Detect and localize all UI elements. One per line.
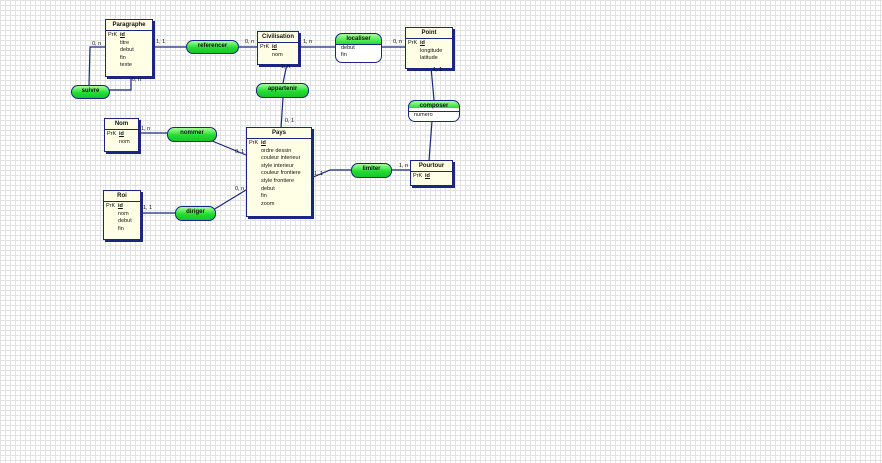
attribute: longitude [420,47,443,54]
attribute: couleur interieur [261,155,301,162]
attribute: couleur frontiere [261,170,301,177]
attribute: fin [120,54,126,61]
entity-title: Roi [104,191,140,202]
association-attribute: debut [341,45,355,51]
link-civilisation-appartenir [282,63,288,84]
cardinality-label: 0, 1 [235,149,245,155]
association-name: referencer [197,43,228,49]
pk-attribute: id [420,40,425,46]
association-nommer[interactable]: nommer [167,127,217,142]
cardinality-label: 0, n [92,41,102,47]
attribute: ordre dessin [261,147,292,154]
pk-label: PrK [106,203,116,209]
association-limiter[interactable]: limiter [351,163,392,178]
attribute: fin [261,193,267,200]
attribute: debut [118,218,132,225]
entity-title: Pourtour [411,161,452,172]
attribute: titre [120,39,130,46]
link-point-composer [430,66,435,101]
cardinality-label: 0, n [245,39,255,45]
pk-label: PrK [413,173,423,179]
pk-attribute: id [261,140,266,146]
association-appartenir[interactable]: appartenir [256,83,309,98]
link-paragraphe-suivre-bottom [108,75,132,91]
pk-label: PrK [260,44,270,50]
attribute: nom [118,210,129,217]
attribute: nom [119,138,130,145]
link-paragraphe-suivre-top [88,46,106,86]
cardinality-label: 0, n [235,186,245,192]
association-name: localiser [336,34,381,45]
association-name: limiter [362,166,381,172]
cardinality-label: 1, 1 [433,67,443,73]
association-name: appartenir [267,86,298,92]
cardinality-label: 0, n [393,39,403,45]
entity-title: Nom [105,119,138,130]
attribute: fin [118,225,124,232]
association-attribute: numero [414,112,433,118]
link-appartenir-pays [280,97,284,129]
cardinality-label: 1, n [281,64,291,70]
pk-attribute: id [120,32,125,38]
cardinality-label: 1, n [141,126,151,132]
pk-label: PrK [107,131,117,137]
pk-label: PrK [108,32,118,38]
association-name: composer [409,101,459,112]
cardinality-label: 1, 1 [156,39,166,45]
pk-label: PrK [408,40,418,46]
entity-title: Paragraphe [106,20,152,31]
attribute: texte [120,62,132,69]
cardinality-label: 1, 1 [143,205,153,211]
attribute: debut [261,185,275,192]
attribute: latitude [420,55,438,62]
association-referencer[interactable]: referencer [186,40,239,54]
entity-title: Pays [247,128,311,139]
link-diriger-pays [212,189,247,211]
link-composer-pourtour [428,120,433,162]
pk-attribute: id [118,203,123,209]
association-suivre[interactable]: suivre [71,85,110,99]
attribute: style frontiere [261,177,295,184]
entity-title: Point [406,28,452,39]
association-attribute: fin [341,52,347,58]
association-name: suivre [81,88,100,94]
attribute: zoom [261,200,275,207]
cardinality-label: 1, n [303,39,313,45]
cardinality-label: 1, 1 [314,171,324,177]
attribute: debut [120,47,134,54]
association-name: nommer [180,130,204,136]
link-pays-limiter [310,169,351,179]
attribute: nom [272,51,283,58]
association-diriger[interactable]: diriger [175,206,216,221]
cardinality-label: 1, n [399,163,409,169]
association-name: diriger [186,209,205,215]
pk-label: PrK [249,140,259,146]
entity-title: Civilisation [258,32,298,43]
pk-attribute: id [425,173,430,179]
association-localiser[interactable]: localiser debut fin [335,33,382,63]
association-composer[interactable]: composer numero [408,100,460,122]
attribute: style interieur [261,162,294,169]
pk-attribute: id [272,44,277,50]
cardinality-label: 0, 1 [285,118,295,124]
pk-attribute: id [119,131,124,137]
cardinality-label: 0, n [132,77,142,83]
